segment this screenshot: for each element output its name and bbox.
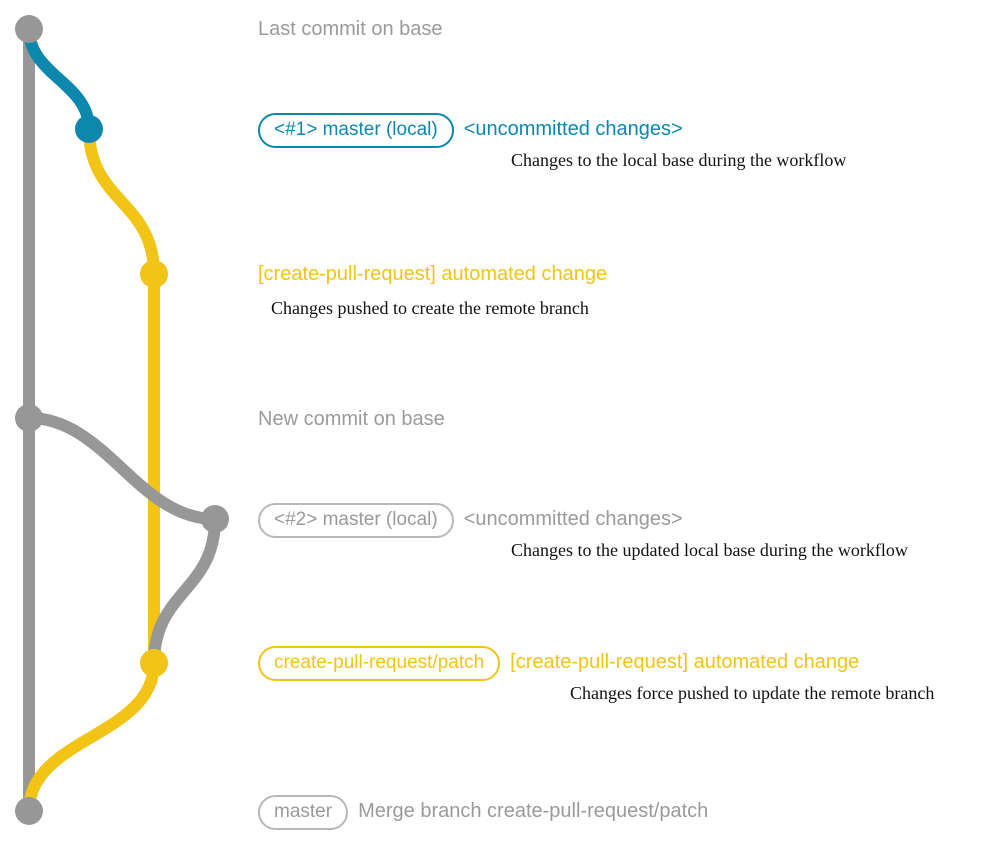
commit-message-local-1: <uncommitted changes>: [463, 118, 683, 140]
row-last-commit: Last commit on base: [258, 18, 443, 40]
branch-badge-master[interactable]: master: [258, 795, 349, 830]
commit-node-local-2[interactable]: [201, 505, 229, 533]
commit-detail-local-1: Changes to the local base during the wor…: [511, 150, 847, 170]
commit-node-patch-1[interactable]: [140, 260, 168, 288]
commit-node-base-last[interactable]: [15, 15, 43, 43]
commit-message-last-commit: Last commit on base: [258, 18, 443, 40]
commit-node-base-merge[interactable]: [15, 797, 43, 825]
commit-detail-local-2: Changes to the updated local base during…: [511, 540, 908, 560]
commit-message-merge: Merge branch create-pull-request/patch: [358, 800, 709, 822]
edge-patch-2-to-merge: [23, 657, 160, 817]
row-local-2: <#2> master (local) <uncommitted changes…: [258, 503, 683, 538]
commit-node-local-1[interactable]: [75, 115, 103, 143]
commit-message-new-commit: New commit on base: [258, 408, 445, 430]
edge-local-2-to-patch-2: [148, 513, 221, 669]
edge-base-to-local-1: [23, 23, 95, 135]
commit-detail-patch-1: Changes pushed to create the remote bran…: [271, 298, 589, 318]
branch-badge-master-local-2[interactable]: <#2> master (local): [258, 503, 454, 538]
commit-detail-patch-2: Changes force pushed to update the remot…: [570, 683, 935, 703]
commit-message-patch-2: [create-pull-request] automated change: [510, 651, 860, 673]
commit-message-patch-1: [create-pull-request] automated change: [258, 263, 608, 285]
edge-base-new-to-local-2: [23, 412, 221, 525]
row-local-1: <#1> master (local) <uncommitted changes…: [258, 113, 683, 148]
row-merge: master Merge branch create-pull-request/…: [258, 795, 708, 830]
commit-message-local-2: <uncommitted changes>: [463, 508, 683, 530]
branch-badge-master-local-1[interactable]: <#1> master (local): [258, 113, 454, 148]
commit-node-base-new[interactable]: [15, 404, 43, 432]
commit-node-patch-2[interactable]: [140, 649, 168, 677]
row-patch-2: create-pull-request/patch [create-pull-r…: [258, 646, 859, 681]
row-new-commit: New commit on base: [258, 408, 445, 430]
edge-local-1-to-patch-1: [83, 123, 160, 280]
branch-badge-create-pull-request-patch[interactable]: create-pull-request/patch: [258, 646, 501, 681]
row-patch-1: [create-pull-request] automated change: [258, 263, 607, 285]
